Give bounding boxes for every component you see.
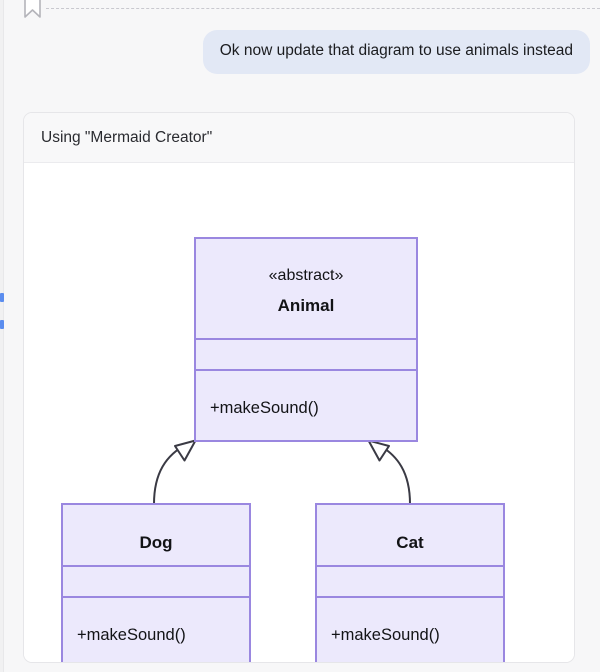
uml-class-cat-name: Cat: [396, 533, 424, 552]
tool-invocation-card: Using "Mermaid Creator" «abstract» Anima…: [23, 112, 575, 663]
bookmark-icon[interactable]: [23, 0, 42, 19]
uml-class-dog-method: +makeSound(): [77, 626, 186, 644]
edge-dog-to-animal: [153, 439, 197, 505]
uml-class-animal-name: Animal: [278, 296, 335, 315]
rail-marker[interactable]: [0, 293, 4, 302]
rail-marker[interactable]: [0, 320, 4, 329]
user-message-row: Ok now update that diagram to use animal…: [0, 30, 590, 74]
edge-cat-to-animal: [367, 439, 411, 505]
diagram-canvas[interactable]: «abstract» Animal +makeSound() Dog +make…: [24, 163, 574, 663]
uml-class-cat[interactable]: Cat +makeSound(): [315, 503, 505, 663]
uml-class-diagram: «abstract» Animal +makeSound() Dog +make…: [61, 237, 505, 663]
uml-class-dog-name: Dog: [139, 533, 172, 552]
tool-card-title: Using "Mermaid Creator": [41, 128, 213, 146]
tool-card-header[interactable]: Using "Mermaid Creator": [24, 113, 574, 163]
uml-class-animal[interactable]: «abstract» Animal +makeSound(): [194, 237, 418, 442]
uml-class-dog[interactable]: Dog +makeSound(): [61, 503, 251, 663]
uml-class-animal-method: +makeSound(): [210, 399, 319, 417]
user-message-bubble: Ok now update that diagram to use animal…: [202, 30, 590, 74]
scroll-annotation-rail[interactable]: [0, 0, 4, 672]
uml-class-animal-stereotype: «abstract»: [269, 267, 344, 284]
message-divider: [46, 8, 600, 9]
uml-class-cat-method: +makeSound(): [331, 626, 440, 644]
